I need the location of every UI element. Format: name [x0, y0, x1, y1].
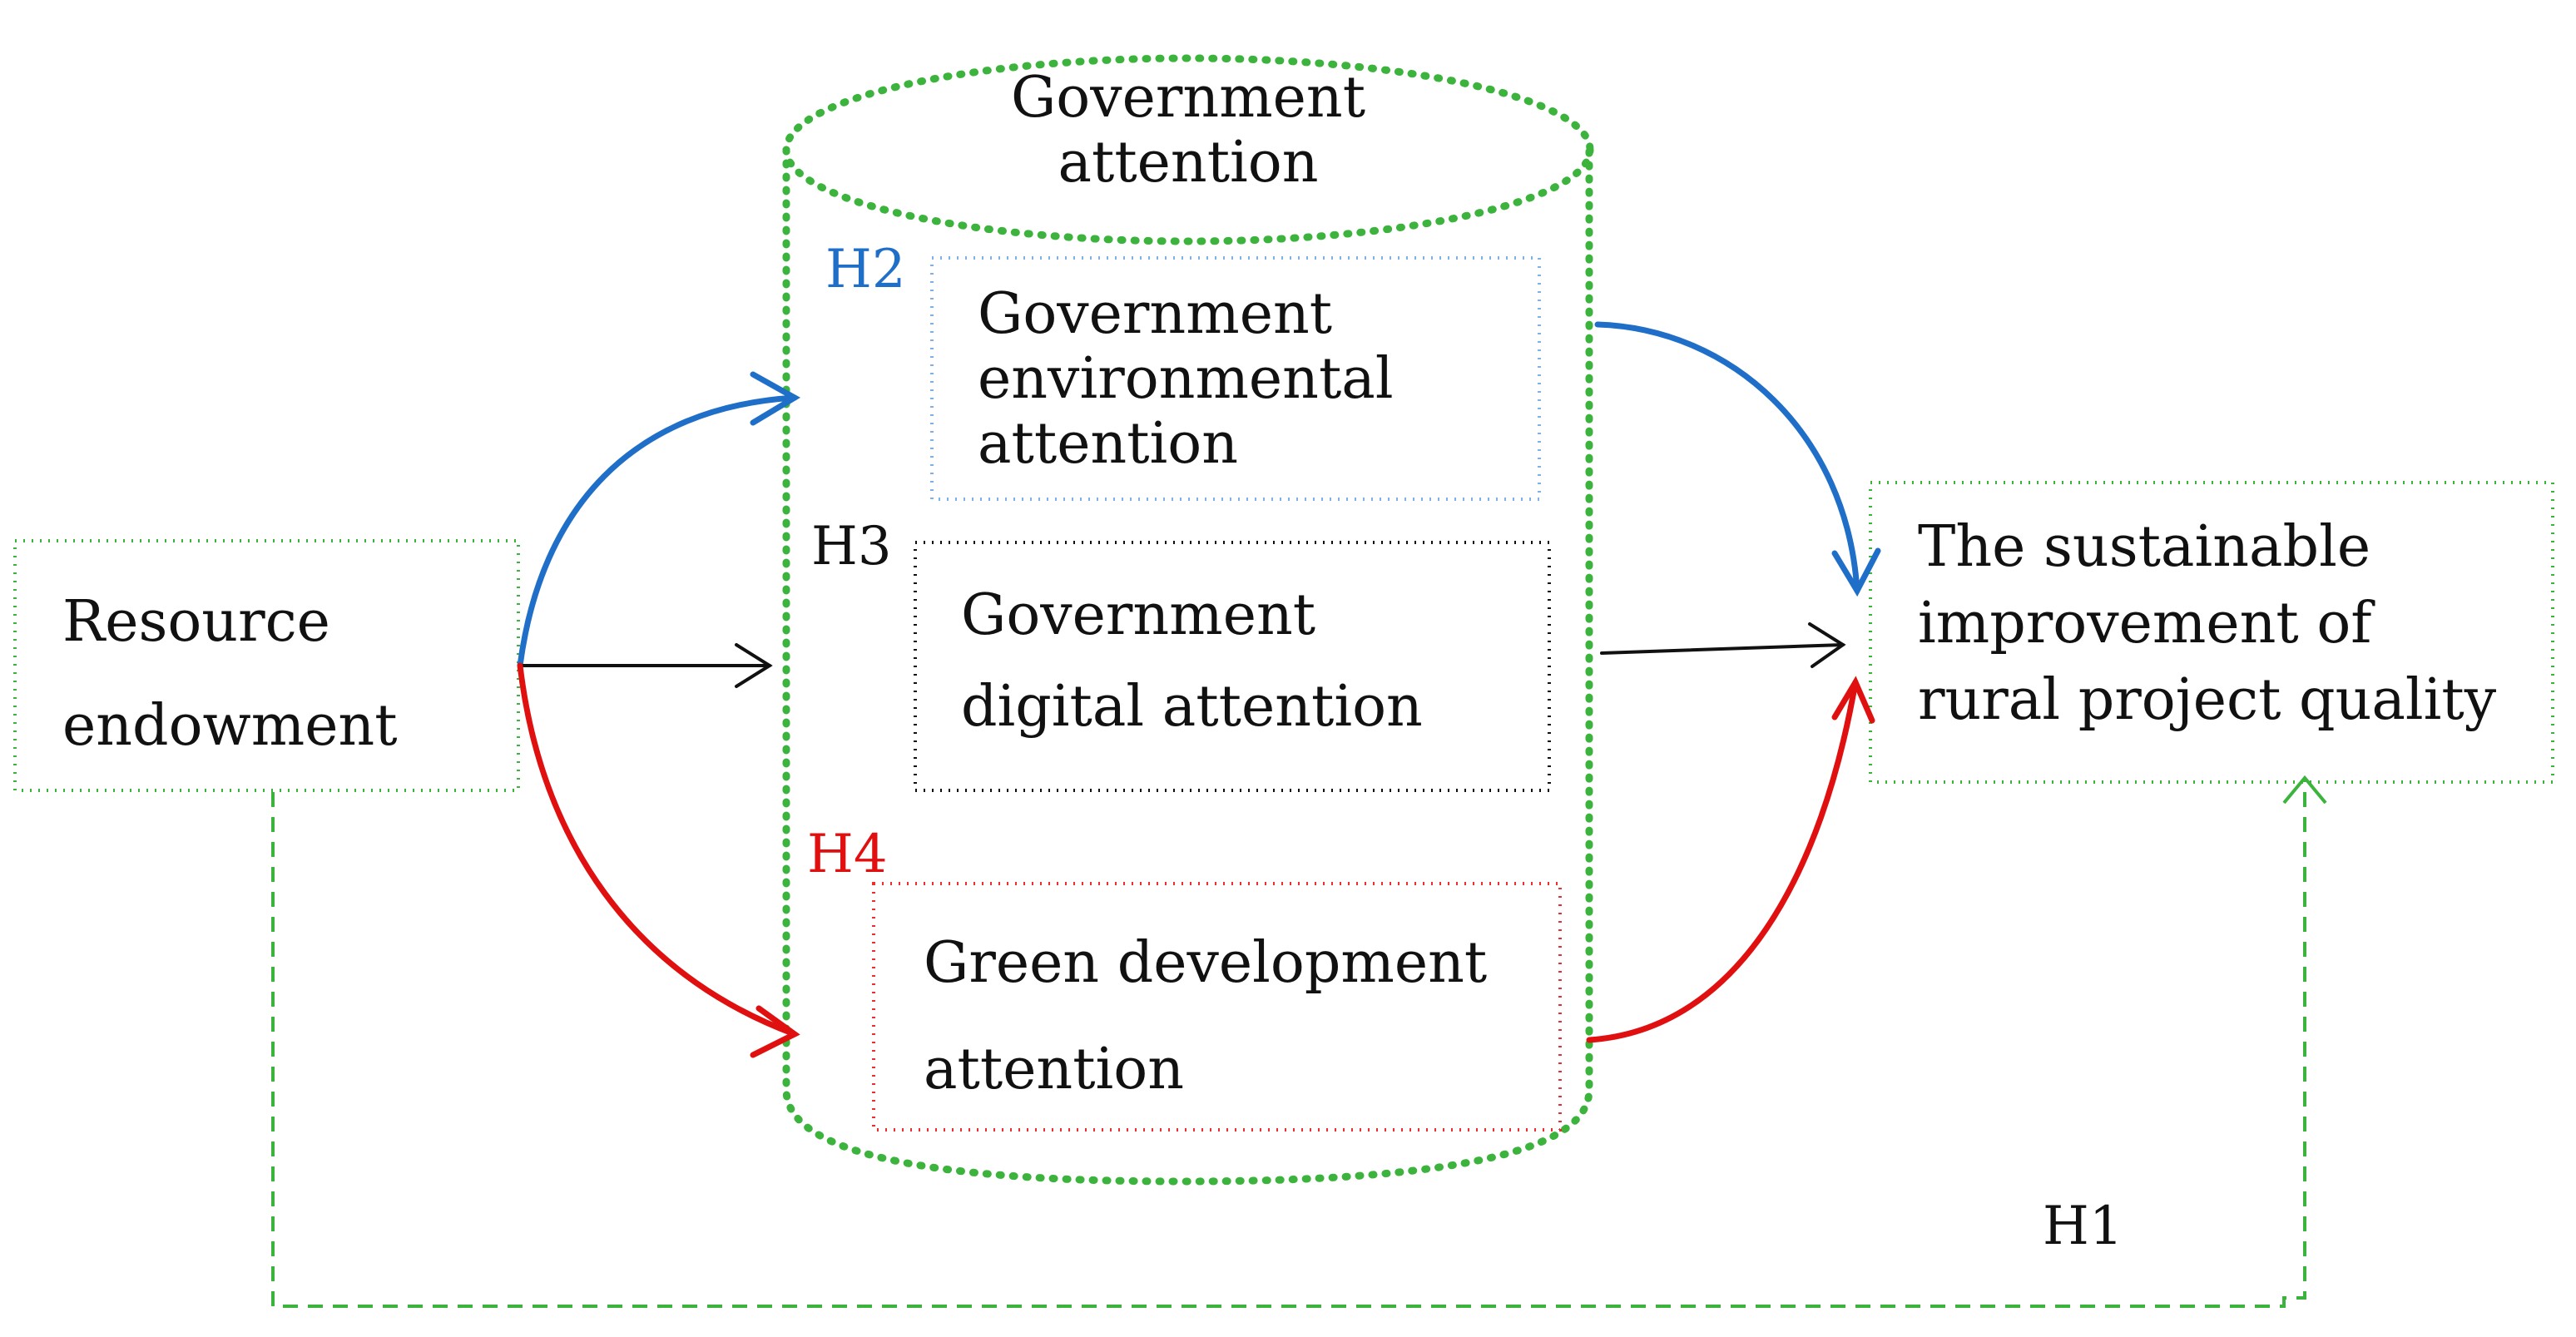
hypothesis-h1-label: H1: [2043, 1196, 2123, 1257]
black-arrow-digital-to-outcome: [1600, 622, 1846, 668]
outcome-line2: improvement of: [1918, 591, 2375, 656]
environmental-line2: environmental: [978, 346, 1394, 412]
hypothesis-h3-label: H3: [811, 516, 892, 577]
black-arrow-resource-to-digital: [518, 643, 773, 688]
environmental-line1: Government: [978, 281, 1332, 347]
h1-dashed-path-resource-to-outcome: [271, 775, 2327, 1308]
green-development-attention-box: Green development attention: [872, 882, 1562, 1131]
green-line1: Green development: [924, 930, 1487, 996]
resource-line1: Resource: [62, 589, 330, 655]
blue-arrow-resource-to-environmental: [517, 371, 800, 669]
hypothesis-h4-label: H4: [807, 824, 888, 885]
red-arrow-green-to-outcome: [1586, 676, 1875, 1043]
blue-arrow-environmental-to-outcome: [1594, 321, 1881, 597]
outcome-line3: rural project quality: [1918, 667, 2497, 733]
digital-line1: Government: [961, 582, 1315, 648]
outcome-box: The sustainable improvement of rural pro…: [1869, 481, 2554, 784]
digital-line2: digital attention: [961, 674, 1423, 740]
digital-attention-box: Government digital attention: [914, 541, 1551, 792]
hypothesis-h2-label: H2: [825, 239, 906, 300]
environmental-line3: attention: [978, 411, 1238, 477]
red-arrow-resource-to-green: [517, 662, 800, 1058]
government-attention-cylinder: Government attention: [782, 54, 1594, 1186]
cylinder-title-line1: Government: [1011, 65, 1365, 131]
green-line2: attention: [924, 1037, 1184, 1102]
resource-endowment-box: Resource endowment: [13, 539, 520, 792]
cylinder-top-ellipse: [782, 54, 1594, 245]
environmental-attention-box: Government environmental attention: [930, 256, 1541, 501]
outcome-line1: The sustainable: [1918, 514, 2370, 580]
cylinder-body: [782, 146, 1593, 1186]
resource-line2: endowment: [62, 693, 398, 759]
cylinder-title-line2: attention: [1058, 130, 1318, 196]
